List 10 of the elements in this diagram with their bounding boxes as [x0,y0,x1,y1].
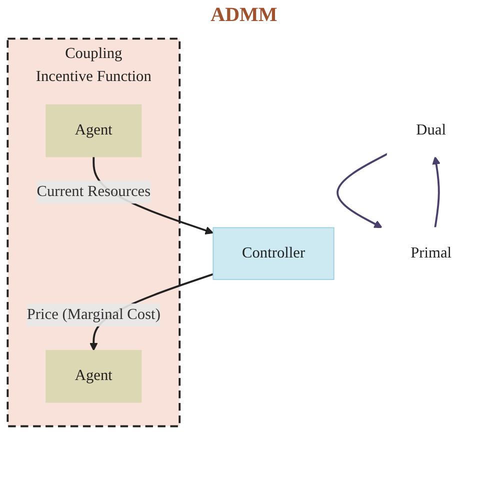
edge-label: Price (Marginal Cost) [26,306,160,323]
method-label: ADMM [210,4,278,27]
edge-label: Current Resources [36,184,151,200]
node-box: Agent [46,104,142,158]
arrow [432,156,440,228]
arrow [336,153,388,228]
node-box: Agent [46,350,142,403]
node-box: Controller [212,227,334,280]
node-text: Dual [416,122,446,138]
node-text: Primal [410,244,452,262]
